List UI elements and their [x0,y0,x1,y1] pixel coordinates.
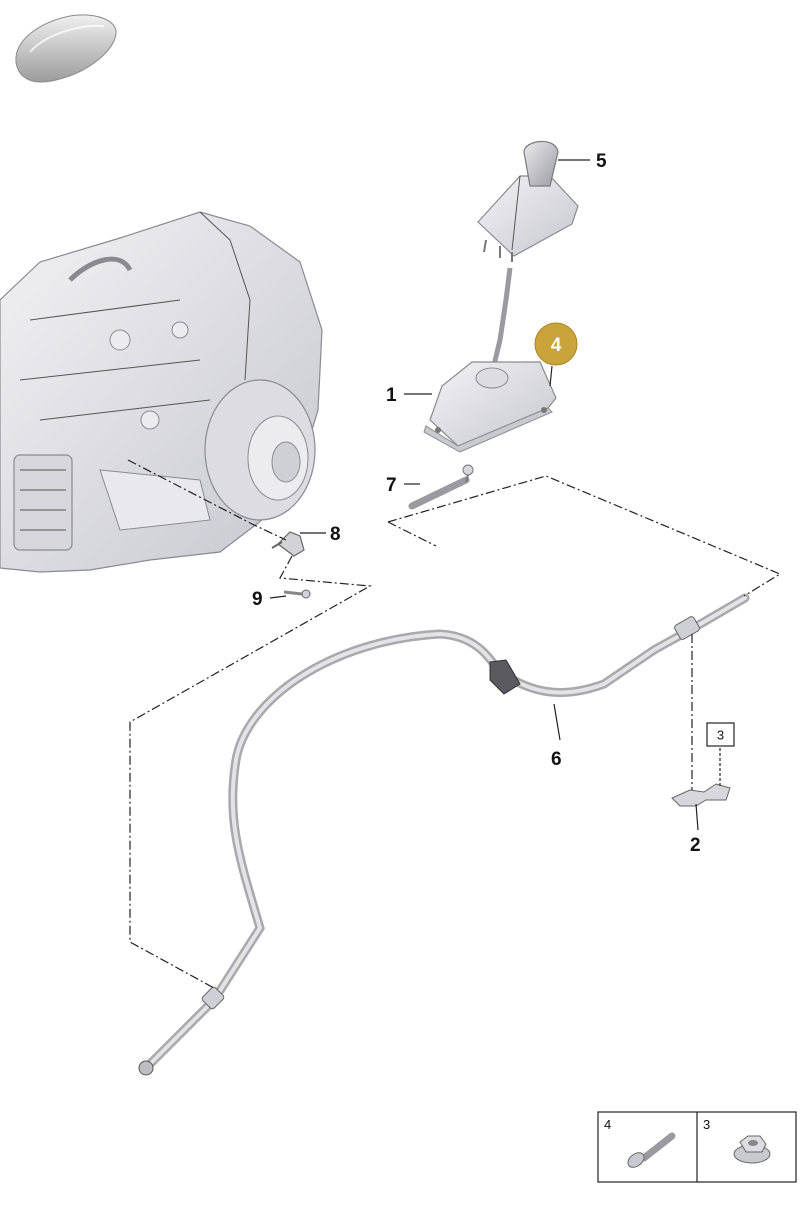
bolt-small [283,589,311,599]
callout-9[interactable]: 9 [252,589,263,610]
shift-rod [491,267,513,366]
leader-lines [269,159,721,831]
callout-3-box[interactable]: 3 [706,722,735,747]
shift-mechanism-housing [423,361,557,453]
transmission-housing [0,211,323,573]
legend-label-3: 3 [703,1117,710,1132]
car-thumbnail-icon [15,14,117,83]
legend-label-4: 4 [604,1117,611,1132]
flange-nut-icon[interactable] [733,1135,771,1164]
callout-8[interactable]: 8 [330,524,341,545]
callout-3: 3 [717,728,724,743]
assembly-lines [127,459,782,989]
callout-4-label: 4 [551,335,562,356]
shift-cable [138,593,750,1076]
linkage-rod [408,464,474,510]
callout-2[interactable]: 2 [690,835,701,856]
cable-bracket [271,531,305,557]
callout-4-highlight[interactable]: 4 [534,322,578,366]
gear-knob-with-boot [477,140,579,262]
hardware-legend: 4 3 [597,1111,797,1183]
callout-7[interactable]: 7 [386,475,397,496]
callout-5[interactable]: 5 [596,151,607,172]
callout-1[interactable]: 1 [386,385,397,406]
cable-holder-bracket [671,783,731,807]
callout-6[interactable]: 6 [551,749,562,770]
bolt-icon[interactable] [625,1132,676,1170]
